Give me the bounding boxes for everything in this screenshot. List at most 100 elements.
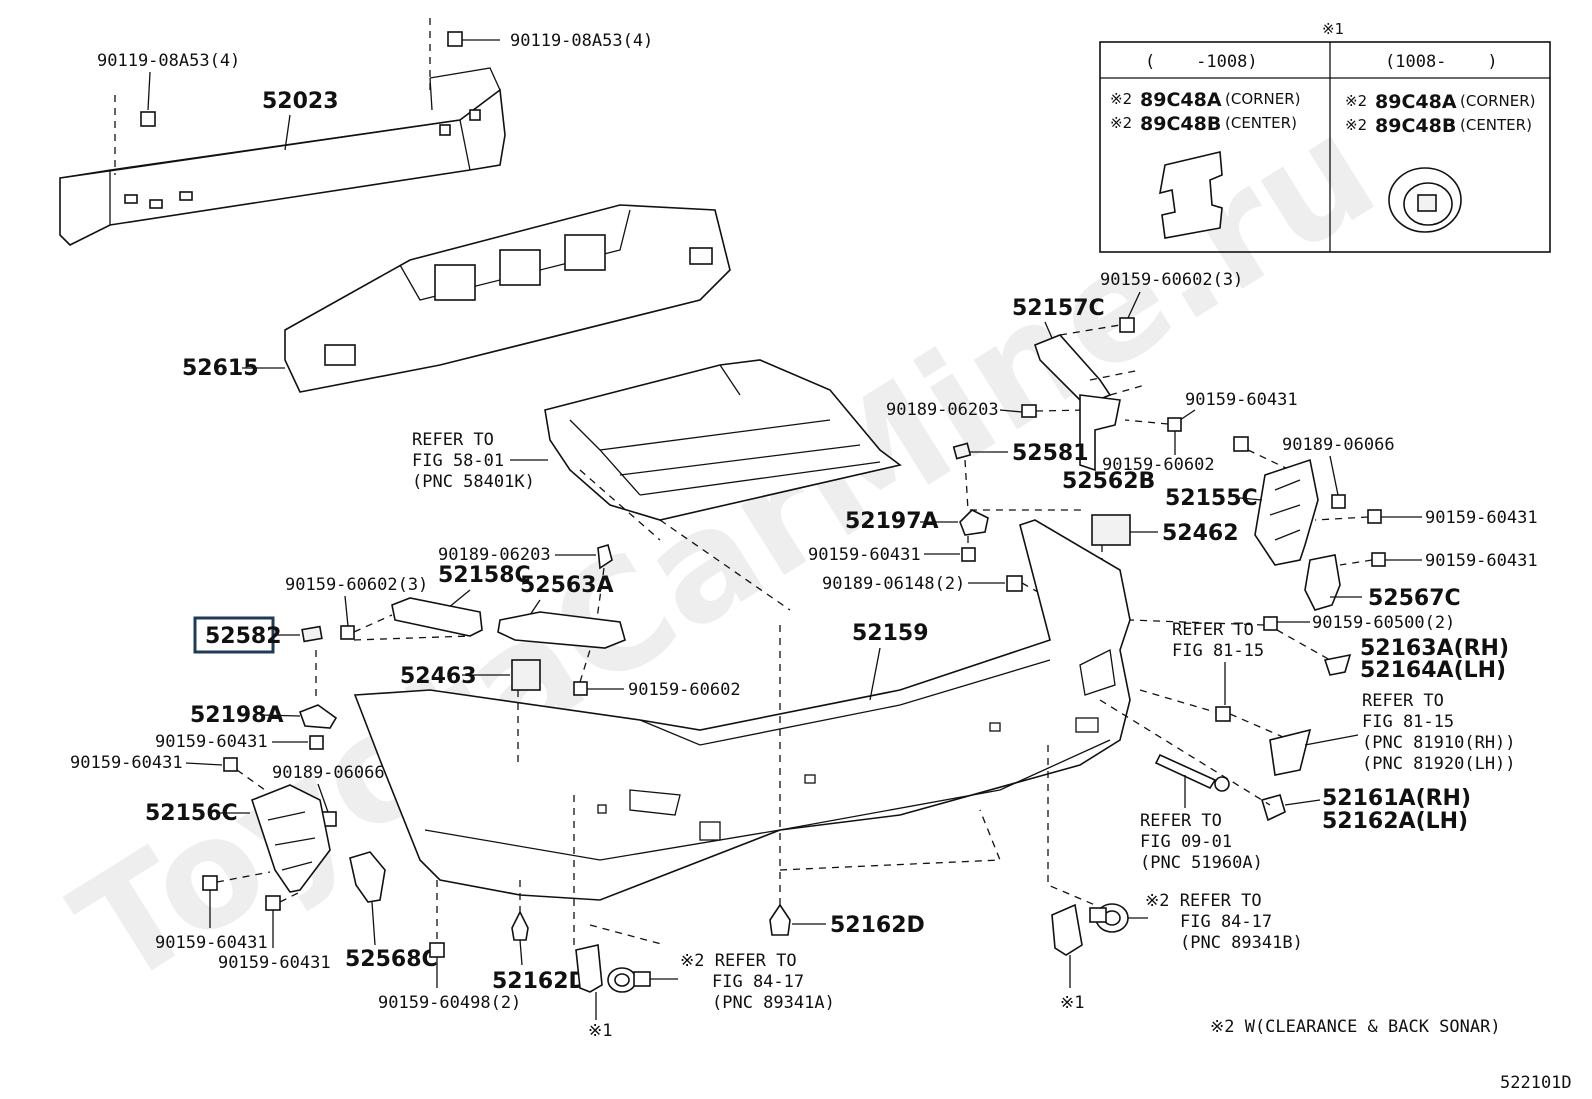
bolt-90159-60602-mid [573, 681, 588, 696]
label-90119-top: 90119-08A53(4) [510, 31, 653, 51]
label-90189-06148: 90189-06148(2) [822, 574, 965, 594]
label-52582[interactable]: 52582 [205, 624, 282, 649]
variant-right-part-1: 89C48A [1375, 91, 1457, 113]
bolt-90159-60431-r1 [1167, 417, 1182, 432]
label-52562B: 52562B [1062, 469, 1155, 494]
label-52159: 52159 [852, 621, 929, 646]
bolt-90159-60431-l1 [309, 735, 324, 750]
bracket-52568C [349, 851, 386, 903]
pad-52462 [1091, 514, 1131, 546]
clip-90189-06203-right [1021, 404, 1037, 418]
label-90159-60498: 90159-60498(2) [378, 993, 521, 1013]
label-90159-60431b: 90159-60431 [1425, 508, 1538, 528]
label-90159-60602-3b: 90159-60602(3) [285, 575, 428, 595]
bracket-52156C [251, 784, 331, 893]
variant-right-desc-1: (CORNER) [1460, 92, 1536, 110]
bolt-90159-60431-l3 [202, 875, 218, 891]
sonar-bracket-right [1051, 903, 1083, 956]
bolt-90119-top [429, 18, 500, 90]
variant-left-part-2: 89C48B [1140, 113, 1221, 135]
retainer-52197A [959, 509, 989, 536]
label-52023: 52023 [262, 89, 339, 114]
bolt-90159-60431-r2 [1367, 509, 1382, 524]
sonar-sensor-new-illustration [1388, 167, 1462, 233]
label-90159-60500: 90159-60500(2) [1312, 613, 1455, 633]
retainer-52198A [298, 704, 338, 729]
label-refer-8417a-2: FIG 84-17 [1180, 912, 1272, 932]
bolt-90159-60602-upper [1119, 317, 1135, 333]
label-refer-8115b-3: (PNC 81910(RH)) [1362, 733, 1516, 753]
clip-90189-06066-right-b [1331, 494, 1346, 509]
label-52162A: 52162A(LH) [1322, 809, 1468, 834]
footnote: ※2 W(CLEARANCE & BACK SONAR) [1210, 1017, 1501, 1037]
label-52463: 52463 [400, 664, 477, 689]
sonar-sensor-right [1089, 903, 1129, 933]
label-90159-60602a: 90159-60602 [1102, 455, 1215, 475]
label-52161A: 52161A(RH) [1322, 786, 1471, 811]
retainer-52162D-center [769, 903, 791, 936]
label-refer-5801-2: FIG 58-01 [412, 451, 504, 471]
variant-right-mark-2: ※2 [1345, 116, 1367, 134]
bracket-52562B [1079, 394, 1121, 472]
cover-52161A [1260, 794, 1286, 822]
label-52563A: 52563A [520, 573, 614, 598]
bracket-52155C [1254, 458, 1319, 566]
label-refer-5801-1: REFER TO [412, 430, 494, 450]
label-52164A: 52164A(LH) [1360, 658, 1506, 683]
label-refer-8417a-3: (PNC 89341B) [1180, 933, 1303, 953]
bolt-90119-left [114, 95, 156, 175]
label-52162D-lower: 52162D [492, 969, 587, 994]
label-refer-8115b-4: (PNC 81920(LH)) [1362, 754, 1516, 774]
bolt-90159-60431-l2 [223, 757, 238, 772]
label-refer-8115a-2: FIG 81-15 [1172, 641, 1264, 661]
bumper-cover-52159 [353, 519, 1131, 901]
label-90159-60602b: 90159-60602 [628, 680, 741, 700]
reflector-81910 [1269, 728, 1312, 776]
variant-left-header: ( -1008) [1145, 52, 1258, 72]
label-52157C: 52157C [1012, 296, 1105, 321]
label-52158C: 52158C [438, 563, 531, 588]
bolt-90159-60431-c [961, 547, 976, 562]
clip-90189-06203-left [597, 543, 613, 570]
label-52581: 52581 [1012, 441, 1089, 466]
clip-refer-8115 [1215, 706, 1231, 722]
label-refer-0901-3: (PNC 51960A) [1140, 853, 1263, 873]
bolt-90159-60602-left [340, 625, 355, 640]
sonar-sensor-center [607, 967, 651, 993]
label-90189-06203a: 90189-06203 [886, 400, 999, 420]
diagram-code: 522101D [1500, 1073, 1572, 1093]
reinforcement-52023 [59, 67, 506, 246]
towing-eye-51960A [1154, 753, 1230, 792]
label-52197A: 52197A [845, 509, 939, 534]
clip-90189-06066-right [1233, 436, 1249, 452]
pad-52463 [511, 659, 541, 691]
energy-absorber-52615 [284, 204, 731, 393]
label-90159-60431a: 90159-60431 [1185, 390, 1298, 410]
label-refer-8417a-1: ※2 REFER TO [1145, 891, 1262, 911]
label-52568C: 52568C [345, 947, 438, 972]
label-90159-60431d: 90159-60431 [808, 545, 921, 565]
variant-table: ※1 ( -1008) (1008- ) ※2 89C48A (CORNER) … [1099, 20, 1551, 253]
sonar-bracket-old-illustration [1158, 151, 1223, 239]
variant-left-desc-1: (CORNER) [1225, 90, 1301, 108]
label-90159-60431c: 90159-60431 [1425, 551, 1538, 571]
bolt-90159-60500 [1263, 616, 1278, 631]
label-90159-60431h: 90159-60431 [218, 953, 331, 973]
clip-90159-60498 [429, 942, 445, 958]
label-refer-8115a-1: REFER TO [1172, 620, 1254, 640]
label-90189-06066b: 90189-06066 [272, 763, 385, 783]
bracket-52563A [497, 611, 626, 649]
mark-center-1: ※1 [588, 1021, 612, 1041]
label-90159-60431g: 90159-60431 [155, 933, 268, 953]
bracket-52158C [391, 597, 483, 637]
reflector-52163A [1323, 653, 1352, 676]
variant-right-mark-1: ※2 [1345, 92, 1367, 110]
label-90189-06066a: 90189-06066 [1282, 435, 1395, 455]
mark-right-1: ※1 [1060, 993, 1084, 1013]
label-90159-60602-3a: 90159-60602(3) [1100, 270, 1243, 290]
pad-52582 [301, 625, 323, 643]
label-90159-60431e: 90159-60431 [155, 732, 268, 752]
variant-right-header: (1008- ) [1385, 52, 1498, 72]
label-52163A: 52163A(RH) [1360, 636, 1509, 661]
label-refer-8417b-1: ※2 REFER TO [680, 951, 797, 971]
